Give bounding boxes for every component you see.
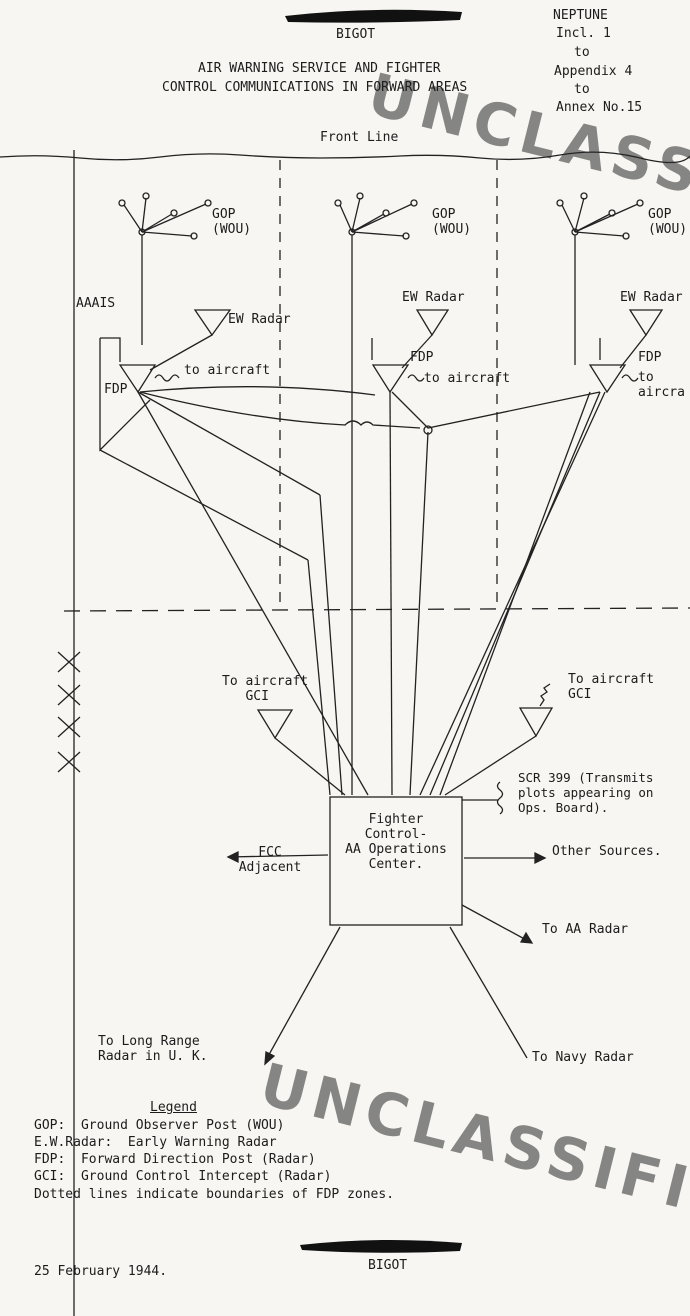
fdp-label-3: FDP: [638, 350, 662, 365]
fdp-triangle-2: [371, 364, 410, 394]
ops-center-label: Fighter Control- AA Operations Center.: [345, 812, 447, 872]
redaction-bar-top: [285, 9, 462, 23]
fdp-label-1: FDP: [104, 382, 128, 397]
legend-title: Legend: [150, 1100, 197, 1115]
x-mark-1: [57, 651, 81, 673]
scr399-label: SCR 399 (Transmits plots appearing on Op…: [518, 770, 654, 815]
ew-radar-label-3: EW Radar: [620, 290, 683, 305]
ref-line-2: Incl. 1: [556, 26, 611, 41]
x-mark-2: [57, 684, 81, 706]
ew-radar-label-2: EW Radar: [402, 290, 465, 305]
legend-entry-2: E.W.Radar: Early Warning Radar: [34, 1135, 277, 1150]
gop-label-2: GOP (WOU): [432, 207, 472, 237]
ew-radar-triangle-2: [415, 309, 450, 337]
gci-triangle-right: [518, 707, 554, 738]
fdp-label-2: FDP: [410, 350, 434, 365]
to-aircraft-label-3: to aircra: [638, 370, 685, 400]
front-line: [0, 151, 690, 164]
legend-entry-5: Dotted lines indicate boundaries of FDP …: [34, 1187, 395, 1202]
ew-radar-triangle-3: [628, 309, 664, 337]
to-aircraft-label-2: to aircraft: [424, 371, 511, 386]
legend-entry-1: GOP: Ground Observer Post (WOU): [34, 1118, 285, 1133]
gci-triangle-left: [256, 709, 294, 740]
redaction-bar-bottom: [300, 1239, 462, 1253]
gci-label-right: To aircraft GCI: [568, 672, 655, 702]
title-line-2: CONTROL COMMUNICATIONS IN FORWARD AREAS: [162, 80, 468, 95]
fdp-link-left-mid: [139, 391, 421, 429]
to-navy-radar-label: To Navy Radar: [532, 1050, 634, 1065]
classification-top: BIGOT: [336, 27, 376, 42]
to-long-range-label: To Long Range Radar in U. K.: [98, 1034, 208, 1064]
other-sources-label: Other Sources.: [552, 844, 662, 859]
title-line-1: AIR WARNING SERVICE AND FIGHTER: [198, 61, 441, 76]
gop-label-1: GOP (WOU): [212, 207, 252, 237]
fdp-triangle-3: [588, 364, 627, 394]
gop-label-3: GOP (WOU): [648, 207, 688, 237]
ref-line-6: Annex No.15: [556, 100, 643, 115]
aaais-label: AAAIS: [76, 296, 116, 311]
ew-radar-label-1: EW Radar: [228, 312, 291, 327]
ref-line-4: Appendix 4: [554, 64, 633, 79]
to-aa-radar-label: To AA Radar: [542, 922, 629, 937]
ref-line-3: to: [574, 45, 590, 60]
legend-entry-3: FDP: Forward Direction Post (Radar): [34, 1152, 316, 1167]
footer-date: 25 February 1944.: [34, 1264, 168, 1279]
zone-boundary-horizontal: [63, 607, 690, 612]
x-mark-4: [57, 751, 81, 773]
ref-line-1: NEPTUNE: [553, 8, 608, 23]
to-aircraft-label-1: to aircraft: [184, 363, 271, 378]
fdp-triangle-1: [118, 364, 157, 394]
ops-center-box: [329, 796, 463, 926]
x-mark-3: [57, 716, 81, 738]
fcc-adjacent-label: FCC Adjacent: [238, 845, 302, 875]
ref-line-5: to: [574, 82, 590, 97]
gop-cluster-3: [556, 192, 644, 365]
legend-entry-4: GCI: Ground Control Intercept (Radar): [34, 1169, 332, 1184]
front-line-label: Front Line: [320, 130, 399, 145]
fdp-link-mid-right: [391, 391, 601, 429]
classification-bottom: BIGOT: [368, 1258, 408, 1273]
gci-label-left: To aircraft GCI: [222, 674, 309, 704]
gop-cluster-2: [334, 192, 418, 795]
ew-radar-triangle-1: [193, 309, 232, 337]
gop-cluster-1: [118, 192, 212, 345]
